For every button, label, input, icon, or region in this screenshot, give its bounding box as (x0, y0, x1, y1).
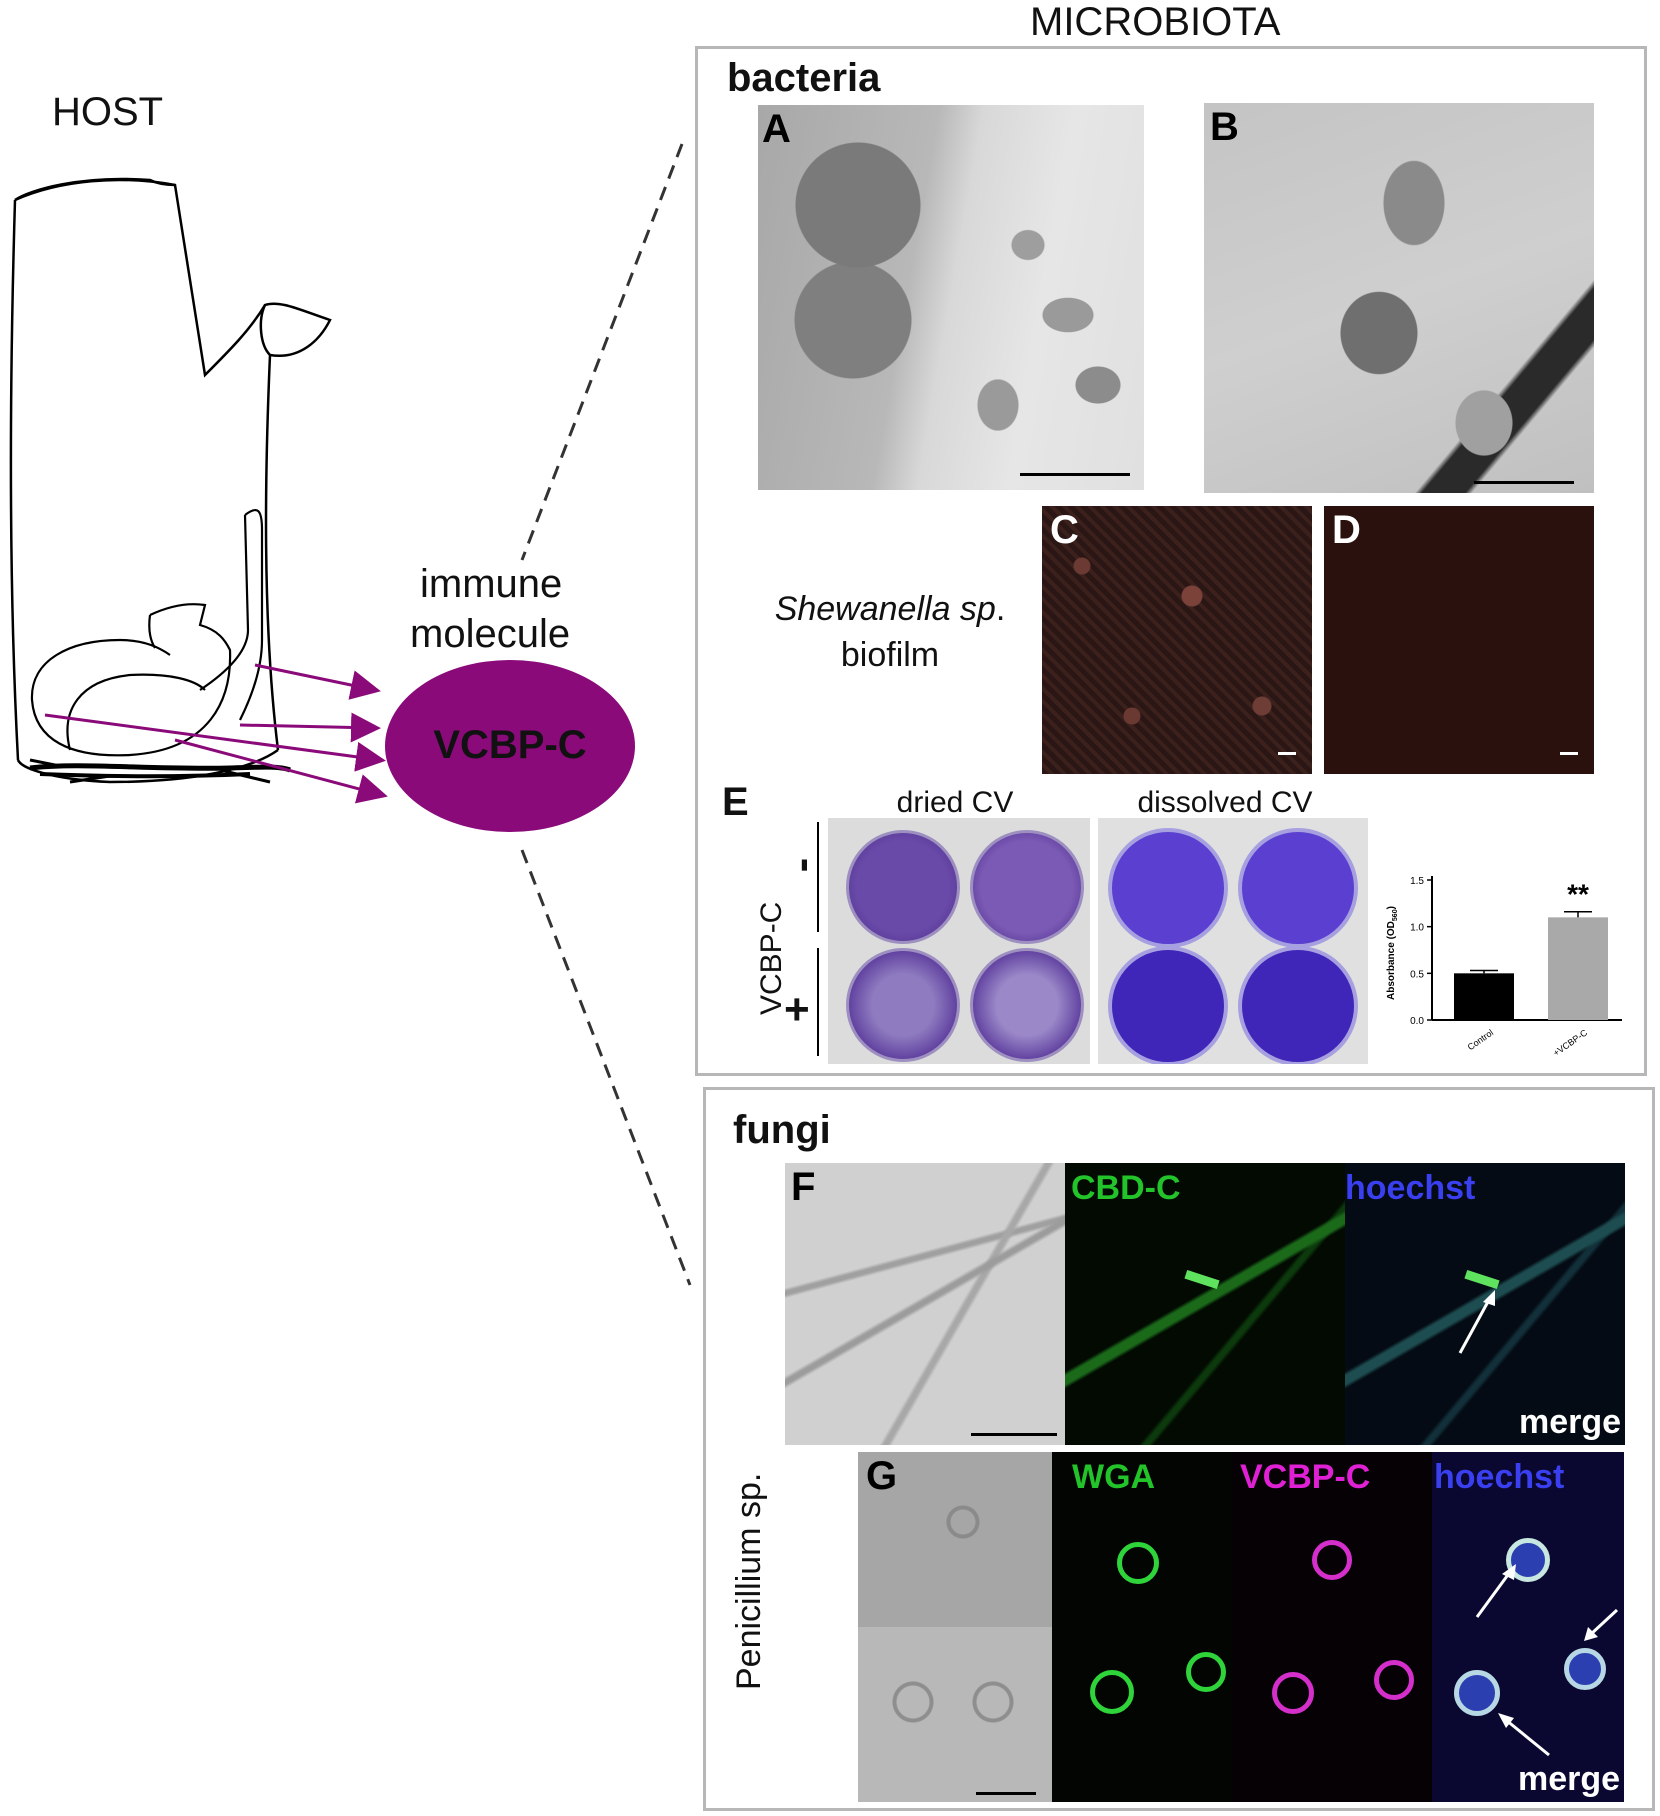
white-arrow-g2 (1584, 1608, 1619, 1641)
plate-dried-minus-2 (970, 830, 1084, 944)
dried-cv-label: dried CV (896, 786, 1014, 819)
dried-cv-plates-image (828, 818, 1090, 1064)
plate-dried-minus-1 (846, 830, 960, 944)
microbiota-title: MICROBIOTA (1030, 0, 1281, 44)
panel-g-brightfield-image: G (858, 1452, 1052, 1802)
panel-a-scalebar (1020, 473, 1130, 476)
immune-label-line1: immune (420, 562, 563, 606)
panel-c-fluorescence-image: C (1042, 506, 1312, 774)
plate-dried-plus-2 (970, 948, 1084, 1062)
hoechst-label-g: hoechst (1434, 1458, 1565, 1496)
panel-d-letter: D (1332, 508, 1361, 552)
fungi-box (703, 1087, 1655, 1811)
plate-dissolved-minus-2 (1238, 828, 1358, 948)
panel-g-wga-image: WGA (1052, 1452, 1232, 1802)
merge-septum (1464, 1269, 1500, 1290)
panel-f-cbd-c-image: CBD-C (1065, 1163, 1345, 1445)
biofilm-species-dot: . (995, 590, 1006, 628)
wga-cell-3 (1186, 1652, 1226, 1692)
plus-bracket (817, 948, 819, 1056)
panel-a-letter: A (762, 107, 791, 151)
minus-bracket (817, 822, 819, 932)
biofilm-label: biofilm (840, 636, 940, 674)
panel-f-scalebar (971, 1433, 1057, 1436)
panel-c-letter: C (1050, 508, 1079, 552)
panel-g-merge-image: hoechst merge (1432, 1452, 1624, 1802)
cbd-c-label: CBD-C (1071, 1169, 1181, 1207)
white-arrow-g1 (1475, 1564, 1516, 1618)
bar-vcbp-c (1548, 917, 1608, 1020)
merge-label-g: merge (1518, 1760, 1621, 1798)
host-drawing (9, 177, 388, 804)
host-label: HOST (52, 90, 164, 134)
merge-cell-3 (1564, 1648, 1606, 1690)
white-arrow-f (1458, 1290, 1495, 1354)
plate-dissolved-minus-1 (1108, 828, 1228, 948)
y-tick-label: 1.0 (1410, 923, 1424, 934)
bacteria-title: bacteria (727, 56, 881, 100)
plate-dried-plus-1 (846, 948, 960, 1062)
vcbp-cell-1 (1312, 1540, 1352, 1580)
panel-g-vcbp-c-image: VCBP-C (1232, 1452, 1432, 1802)
plate-dissolved-plus-1 (1108, 946, 1228, 1064)
plate-dissolved-plus-2 (1238, 946, 1358, 1064)
x-tick-label: Control (1466, 1027, 1496, 1052)
vcbp-c-label: VCBP-C (433, 723, 587, 767)
panel-b-letter: B (1210, 105, 1239, 149)
white-arrow-g3 (1498, 1713, 1550, 1757)
wga-cell-2 (1090, 1670, 1134, 1714)
panel-f-brightfield-image: F (785, 1163, 1065, 1445)
panel-b-scalebar (1474, 481, 1574, 484)
wga-cell-1 (1117, 1542, 1159, 1584)
significance-label: ** (1567, 879, 1589, 910)
bar-control (1454, 973, 1514, 1020)
penicillium-label: Penicillium sp. (730, 1472, 768, 1690)
panel-d-fluorescence-image: D (1324, 506, 1594, 774)
x-tick-label: +VCBP-C (1551, 1027, 1589, 1058)
panel-e-letter: E (722, 780, 749, 824)
y-tick-label: 1.5 (1410, 876, 1424, 887)
panel-b-tem-image: B (1204, 103, 1594, 493)
vcbp-c-ellipse (385, 660, 635, 832)
biofilm-species-name: Shewanella sp (774, 590, 996, 628)
vcbp-cell-3 (1374, 1660, 1414, 1700)
panel-g-scalebar (976, 1792, 1036, 1795)
bacteria-box (695, 46, 1647, 1076)
merge-cell-2 (1454, 1670, 1500, 1716)
panel-c-scalebar (1278, 752, 1296, 755)
y-tick-label: 0.0 (1410, 1016, 1424, 1027)
panel-d-scalebar (1560, 752, 1578, 755)
panel-f-merge-image: hoechst merge (1345, 1163, 1625, 1445)
fungi-title: fungi (733, 1108, 831, 1152)
vcbp-c-channel-label: VCBP-C (1240, 1458, 1371, 1496)
plus-sign: + (784, 985, 810, 1034)
panel-g-letter: G (866, 1454, 898, 1498)
immune-label-line2: molecule (410, 612, 571, 656)
y-axis-label: Absorbance (OD560) (1386, 906, 1399, 1000)
wga-label: WGA (1072, 1458, 1156, 1496)
merge-label-f: merge (1519, 1403, 1622, 1441)
dissolved-cv-label: dissolved CV (1137, 786, 1313, 819)
zoom-connector-lines (520, 143, 692, 1286)
panel-a-tem-image: A (758, 105, 1144, 490)
panel-f-letter: F (791, 1165, 816, 1209)
dissolved-cv-plates-image (1098, 818, 1368, 1064)
y-tick-label: 0.5 (1410, 969, 1424, 980)
hoechst-label-f: hoechst (1345, 1169, 1476, 1207)
cbd-c-septum (1184, 1269, 1220, 1290)
vcbp-cell-2 (1272, 1672, 1314, 1714)
biofilm-species-label: Shewanella sp. (740, 590, 1040, 629)
